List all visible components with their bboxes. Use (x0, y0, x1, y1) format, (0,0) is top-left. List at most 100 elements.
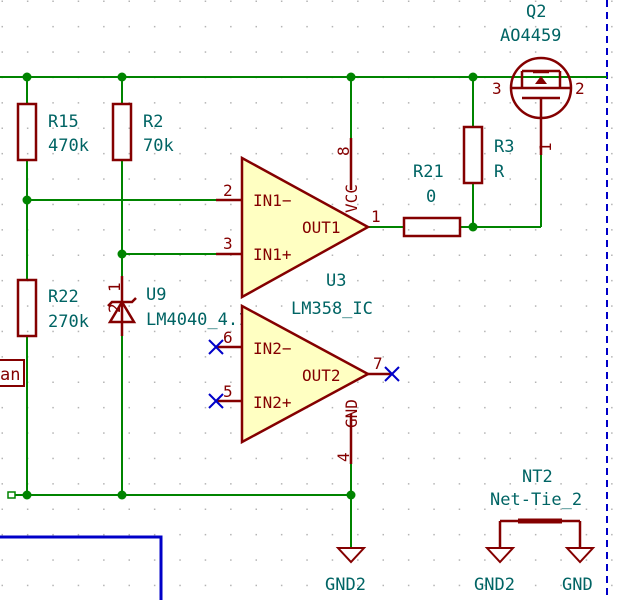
grid-dot (204, 203, 207, 206)
grid-dot (230, 152, 232, 155)
grid-dot (585, 102, 588, 104)
grid-dot (103, 381, 105, 383)
grid-dot (509, 508, 511, 510)
grid-dot (52, 229, 54, 231)
resistor-r3[interactable]: R3 R (462, 125, 514, 185)
grid-dot (153, 381, 156, 383)
grid-dot (407, 0, 410, 2)
grid-dot (534, 483, 537, 485)
grid-dot (128, 330, 130, 333)
grid-dot (1, 178, 3, 180)
net-tie-nt2[interactable]: NT2 Net-Tie_2 (490, 467, 582, 548)
grid-dot (179, 279, 181, 282)
grid-dot (280, 533, 283, 536)
grid-dot (1, 356, 3, 358)
grid-dot (103, 432, 105, 434)
grid-dot (611, 229, 613, 231)
grid-dot (484, 0, 486, 2)
opamp-u3-unit-b[interactable]: 6 5 7 IN2− IN2+ OUT2 GND 4 (216, 303, 392, 462)
u3b-pin-7: 7 (373, 354, 383, 373)
grid-dot (484, 330, 486, 333)
grid-dot (509, 152, 511, 155)
grid-dot (585, 203, 588, 206)
grid-dot (560, 305, 562, 307)
gnd2-symbol-nettie[interactable]: GND2 (474, 547, 516, 595)
gnd2-symbol-u3[interactable]: GND2 (325, 547, 367, 595)
grid-dot (230, 51, 232, 53)
grid-dot (560, 483, 562, 485)
grid-dot (204, 406, 207, 409)
grid-dot (407, 483, 410, 485)
grid-dot (357, 305, 359, 307)
grid-dot (103, 152, 105, 155)
grid-dot (534, 330, 537, 333)
grid-dot (255, 51, 257, 53)
grid-dot (77, 51, 80, 53)
grid-dot (407, 102, 410, 104)
grid-dot (534, 127, 537, 129)
u3a-out: OUT1 (302, 218, 341, 237)
grid-dot (52, 0, 54, 2)
gnd-symbol-nettie[interactable]: GND (562, 547, 596, 595)
opamp-u3-unit-a[interactable]: 2 3 1 IN1− IN1+ OUT1 VCC 8 (216, 146, 381, 300)
grid-dot (357, 584, 359, 587)
grid-dot (560, 356, 562, 358)
grid-dot (52, 584, 54, 587)
grid-dot (204, 356, 207, 358)
grid-dot (611, 559, 613, 561)
r22-value: 270k (48, 312, 89, 332)
resistor-r15[interactable]: R15 470k (16, 102, 89, 162)
grid-dot (509, 381, 511, 383)
grid-dot (433, 559, 435, 561)
grid-dot (560, 254, 562, 256)
grid-dot (331, 254, 334, 256)
resistor-r22[interactable]: R22 270k (16, 278, 89, 338)
offpage-connector[interactable]: an (0, 359, 25, 499)
grid-dot (560, 533, 562, 536)
grid-dot (407, 457, 410, 460)
grid-dot (77, 25, 80, 28)
grid-dot (585, 559, 588, 561)
q2-ref: Q2 (526, 2, 546, 22)
grid-dot (52, 25, 54, 28)
hierarchical-sheet-box[interactable] (0, 535, 163, 600)
grid-dot (230, 533, 232, 536)
grid-dot (230, 203, 232, 206)
grid-dot (611, 254, 613, 256)
grid-dot (458, 584, 461, 587)
grid-dot (52, 432, 54, 434)
grid-dot (509, 457, 511, 460)
grid-dot (534, 356, 537, 358)
grid-dot (357, 102, 359, 104)
grid-dot (306, 508, 308, 510)
grid-dot (560, 330, 562, 333)
grid-dot (204, 229, 207, 231)
grid-dot (52, 254, 54, 256)
grid-dot (407, 356, 410, 358)
grid-dot (407, 178, 410, 180)
grid-dot (484, 559, 486, 561)
grid-dot (179, 229, 181, 231)
grid-dot (52, 279, 54, 282)
zener-reference-u9[interactable]: 1 2 U9 LM4040_4.1 (105, 276, 248, 336)
resistor-r2[interactable]: R2 70k (111, 102, 174, 162)
grid-dot (407, 152, 410, 155)
grid-dot (280, 279, 283, 282)
grid-dot (306, 330, 308, 333)
grid-dot (306, 432, 308, 434)
grid-dot (331, 152, 334, 155)
grid-dot (280, 483, 283, 485)
offpage-label: an (0, 365, 20, 385)
mosfet-q2[interactable]: 3 2 1 Q2 AO4459 (492, 2, 585, 155)
no-connect-icon (384, 366, 400, 382)
grid-dot (509, 483, 511, 485)
resistor-r21[interactable]: R21 0 (402, 162, 462, 238)
grid-dot (458, 203, 461, 206)
grid-dot (26, 152, 29, 155)
grid-dot (153, 279, 156, 282)
grid-dot (103, 483, 105, 485)
grid-dot (509, 305, 511, 307)
grid-dot (585, 51, 588, 53)
grid-dot (458, 559, 461, 561)
grid-dot (611, 381, 613, 383)
